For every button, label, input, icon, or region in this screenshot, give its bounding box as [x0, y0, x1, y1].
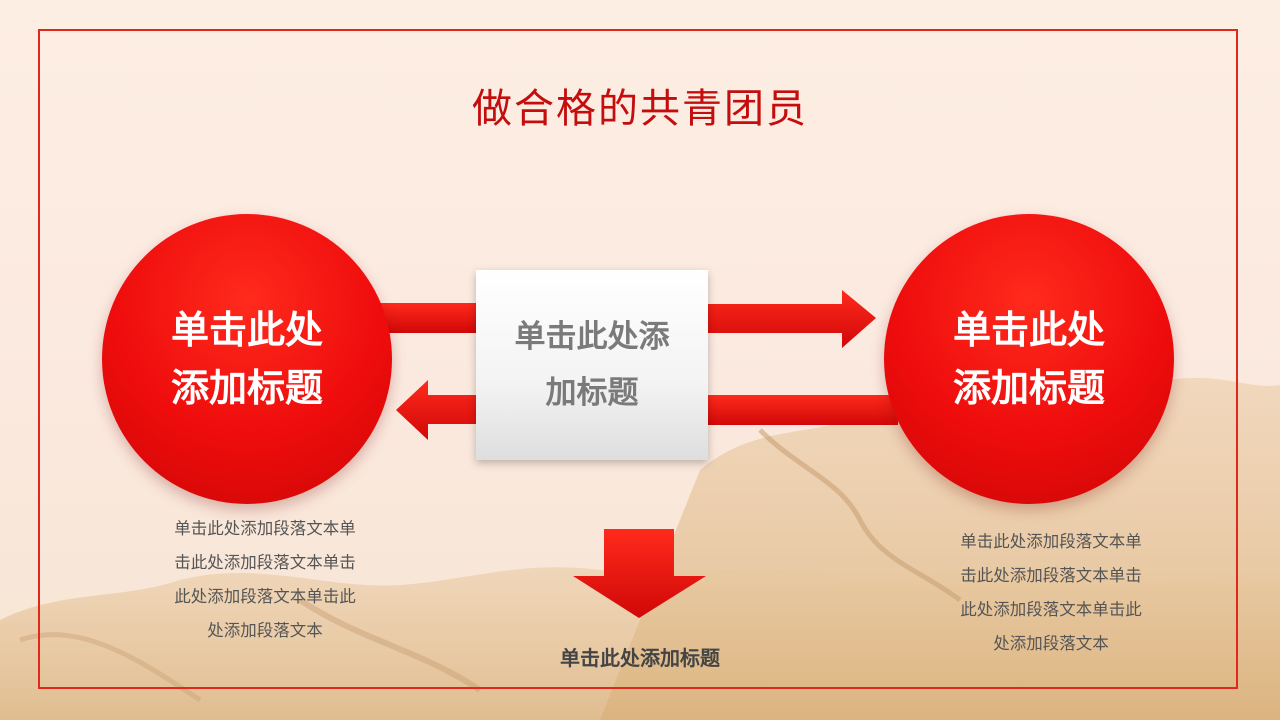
slide-title: 做合格的共青团员: [472, 86, 808, 132]
center-box[interactable]: 单击此处添 加标题: [476, 270, 708, 460]
right-circle[interactable]: 单击此处 添加标题: [884, 214, 1174, 504]
left-paragraph-line: 此处添加段落文本单击此: [174, 587, 356, 606]
right-circle-line2: 添加标题: [952, 366, 1105, 410]
left-paragraph-line: 击此处添加段落文本单击: [174, 553, 356, 572]
left-circle[interactable]: 单击此处 添加标题: [102, 214, 392, 504]
right-paragraph-line: 处添加段落文本: [993, 634, 1109, 653]
left-circle-line2: 添加标题: [170, 366, 323, 410]
center-box-line2: 加标题: [545, 375, 639, 411]
bottom-title[interactable]: 单击此处添加标题: [560, 646, 720, 670]
arrow-right-top: [708, 290, 876, 348]
right-paragraph-line: 单击此处添加段落文本单: [960, 532, 1142, 551]
left-paragraph-line: 单击此处添加段落文本单: [174, 519, 356, 538]
left-circle-line1: 单击此处: [170, 308, 323, 352]
slide-frame: [38, 29, 1238, 689]
right-paragraph[interactable]: 单击此处添加段落文本单 击此处添加段落文本单击 此处添加段落文本单击此 处添加段…: [941, 525, 1161, 661]
connector-band-right-bottom: [708, 395, 898, 425]
arrow-down: [573, 529, 706, 618]
center-box-line1: 单击此处添: [514, 319, 670, 355]
right-circle-line1: 单击此处: [952, 308, 1105, 352]
right-paragraph-line: 击此处添加段落文本单击: [960, 566, 1142, 585]
arrow-left-bottom: [396, 380, 476, 440]
left-paragraph[interactable]: 单击此处添加段落文本单 击此处添加段落文本单击 此处添加段落文本单击此 处添加段…: [155, 512, 375, 648]
right-paragraph-line: 此处添加段落文本单击此: [960, 600, 1142, 619]
left-paragraph-line: 处添加段落文本: [207, 621, 323, 640]
connector-band-left-top: [380, 303, 480, 333]
